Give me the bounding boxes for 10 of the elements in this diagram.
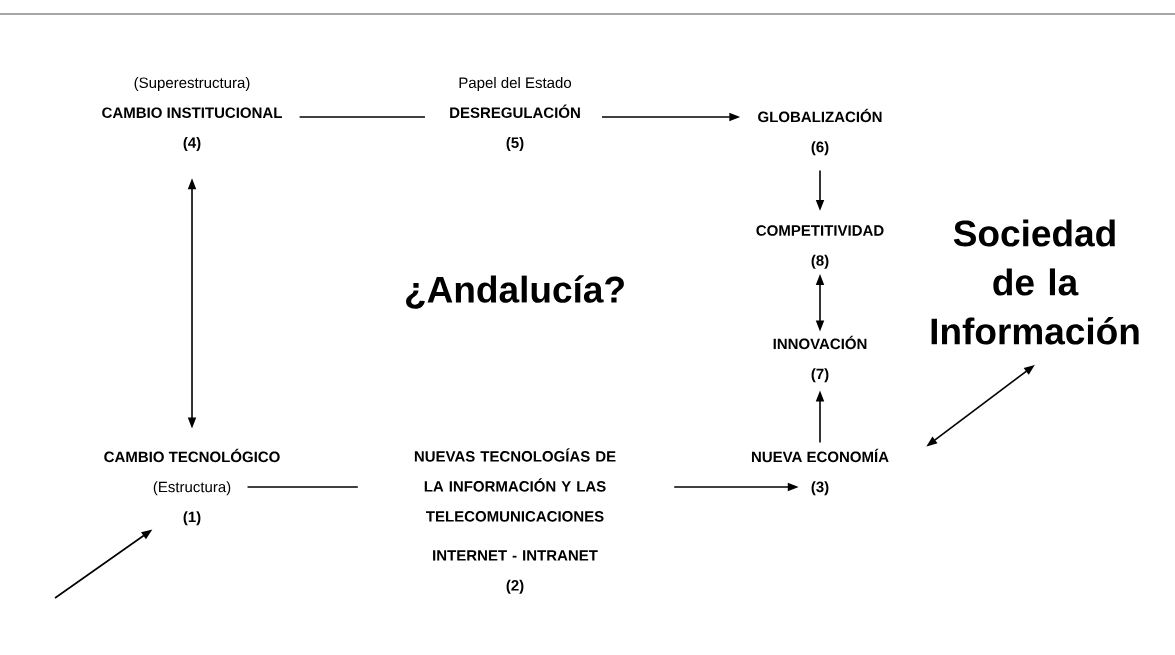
concept-label: CAMBIO TECNOLÓGICO (Estructura) (1) <box>104 448 280 526</box>
concept-label: INNOVACIÓN (7) <box>773 335 867 383</box>
concept-label: COMPETITIVIDAD (8) <box>756 225 884 269</box>
question-label: ¿Andalucía? <box>406 275 624 309</box>
concept-label: NUEVAS TECNOLOGÍAS DE LA INFORMACIÓN Y LAS TELECOMUNICACIONES INTERNET - INTRANET (2) <box>414 448 616 594</box>
concept-label: Papel del Estado DESREGULACIÓN (5) <box>450 77 580 151</box>
concept-label: GLOBALIZACIÓN (6) <box>758 108 882 156</box>
concept-label: NUEVA ECONOMÍA (3) <box>752 448 889 496</box>
heading-text: Sociedad de la Información <box>931 219 1139 345</box>
concept-label: (Superestructura) CAMBIO INSTITUCIONAL (4) <box>102 77 282 151</box>
